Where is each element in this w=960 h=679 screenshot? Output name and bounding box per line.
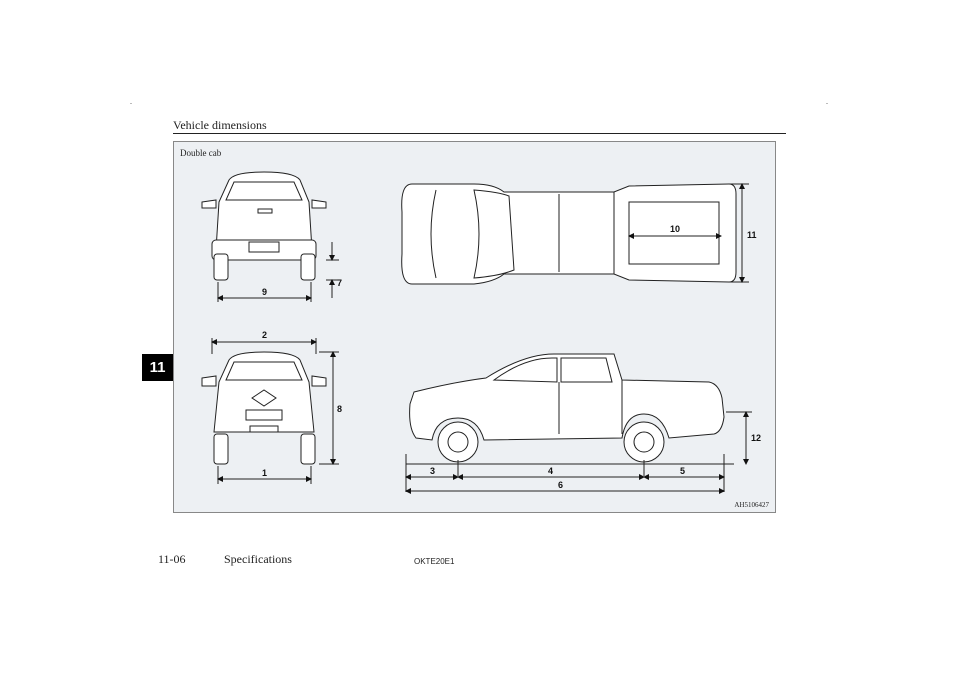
dimension-label-6: 6 [558,480,563,490]
header-rule [173,133,786,134]
footer-page-number: 11-06 [158,552,186,566]
dimension-label-8: 8 [337,404,342,414]
dimension-label-4: 4 [548,466,553,476]
footer-doc-code: OKTE20E1 [414,557,455,566]
dimension-label-5: 5 [680,466,685,476]
dimension-label-10: 10 [670,224,680,234]
dimension-label-7: 7 [337,278,342,288]
figure-caption: Double cab [180,148,222,158]
corner-mark [826,103,828,104]
dimension-label-9: 9 [262,287,267,297]
dimension-label-1: 1 [262,468,267,478]
dimension-label-11: 11 [747,230,757,240]
dimension-label-3: 3 [430,466,435,476]
top-view [401,183,737,285]
vehicle-drawing: 1 2 3 4 5 6 7 8 9 10 11 12 [201,171,761,494]
corner-mark [130,103,132,104]
footer-section: Specifications [224,552,292,566]
side-view [409,353,725,463]
dimension-label-2: 2 [262,330,267,340]
vehicle-dimensions-figure: Double cab AH5106427 [173,141,776,513]
dimension-label-12: 12 [751,433,761,443]
rear-view [201,171,327,281]
figure-code: AH5106427 [734,501,769,509]
section-title: Vehicle dimensions [173,118,267,132]
front-view [201,351,327,465]
chapter-tab: 11 [142,354,173,381]
